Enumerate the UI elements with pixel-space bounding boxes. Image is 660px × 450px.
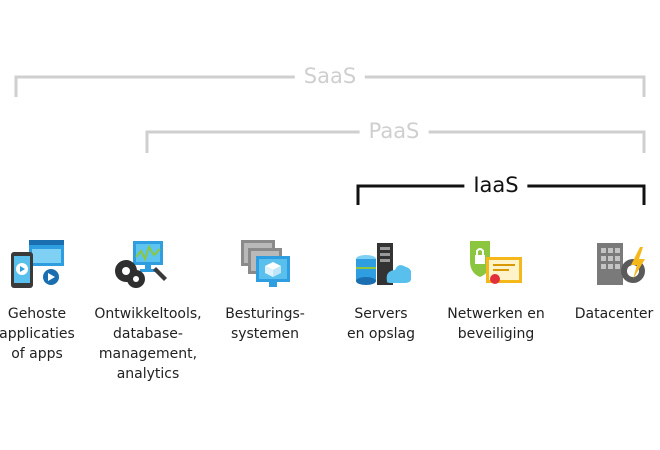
operating-system-icon <box>236 237 294 291</box>
servers-storage-icon <box>353 237 412 291</box>
paas-label: PaaS <box>359 119 429 143</box>
saas-label: SaaS <box>294 64 366 88</box>
hosted-apps-icon <box>9 237 67 291</box>
caption-datacenter: Datacenter <box>574 306 654 322</box>
caption-devtools: Ontwikkeltools,database-management,analy… <box>94 306 202 382</box>
iaas-label: IaaS <box>464 173 528 197</box>
datacenter-icon <box>593 237 651 291</box>
network-security-icon <box>466 237 524 291</box>
caption-operating-systems: Besturings-systemen <box>225 306 305 342</box>
devtools-icon <box>112 237 170 291</box>
